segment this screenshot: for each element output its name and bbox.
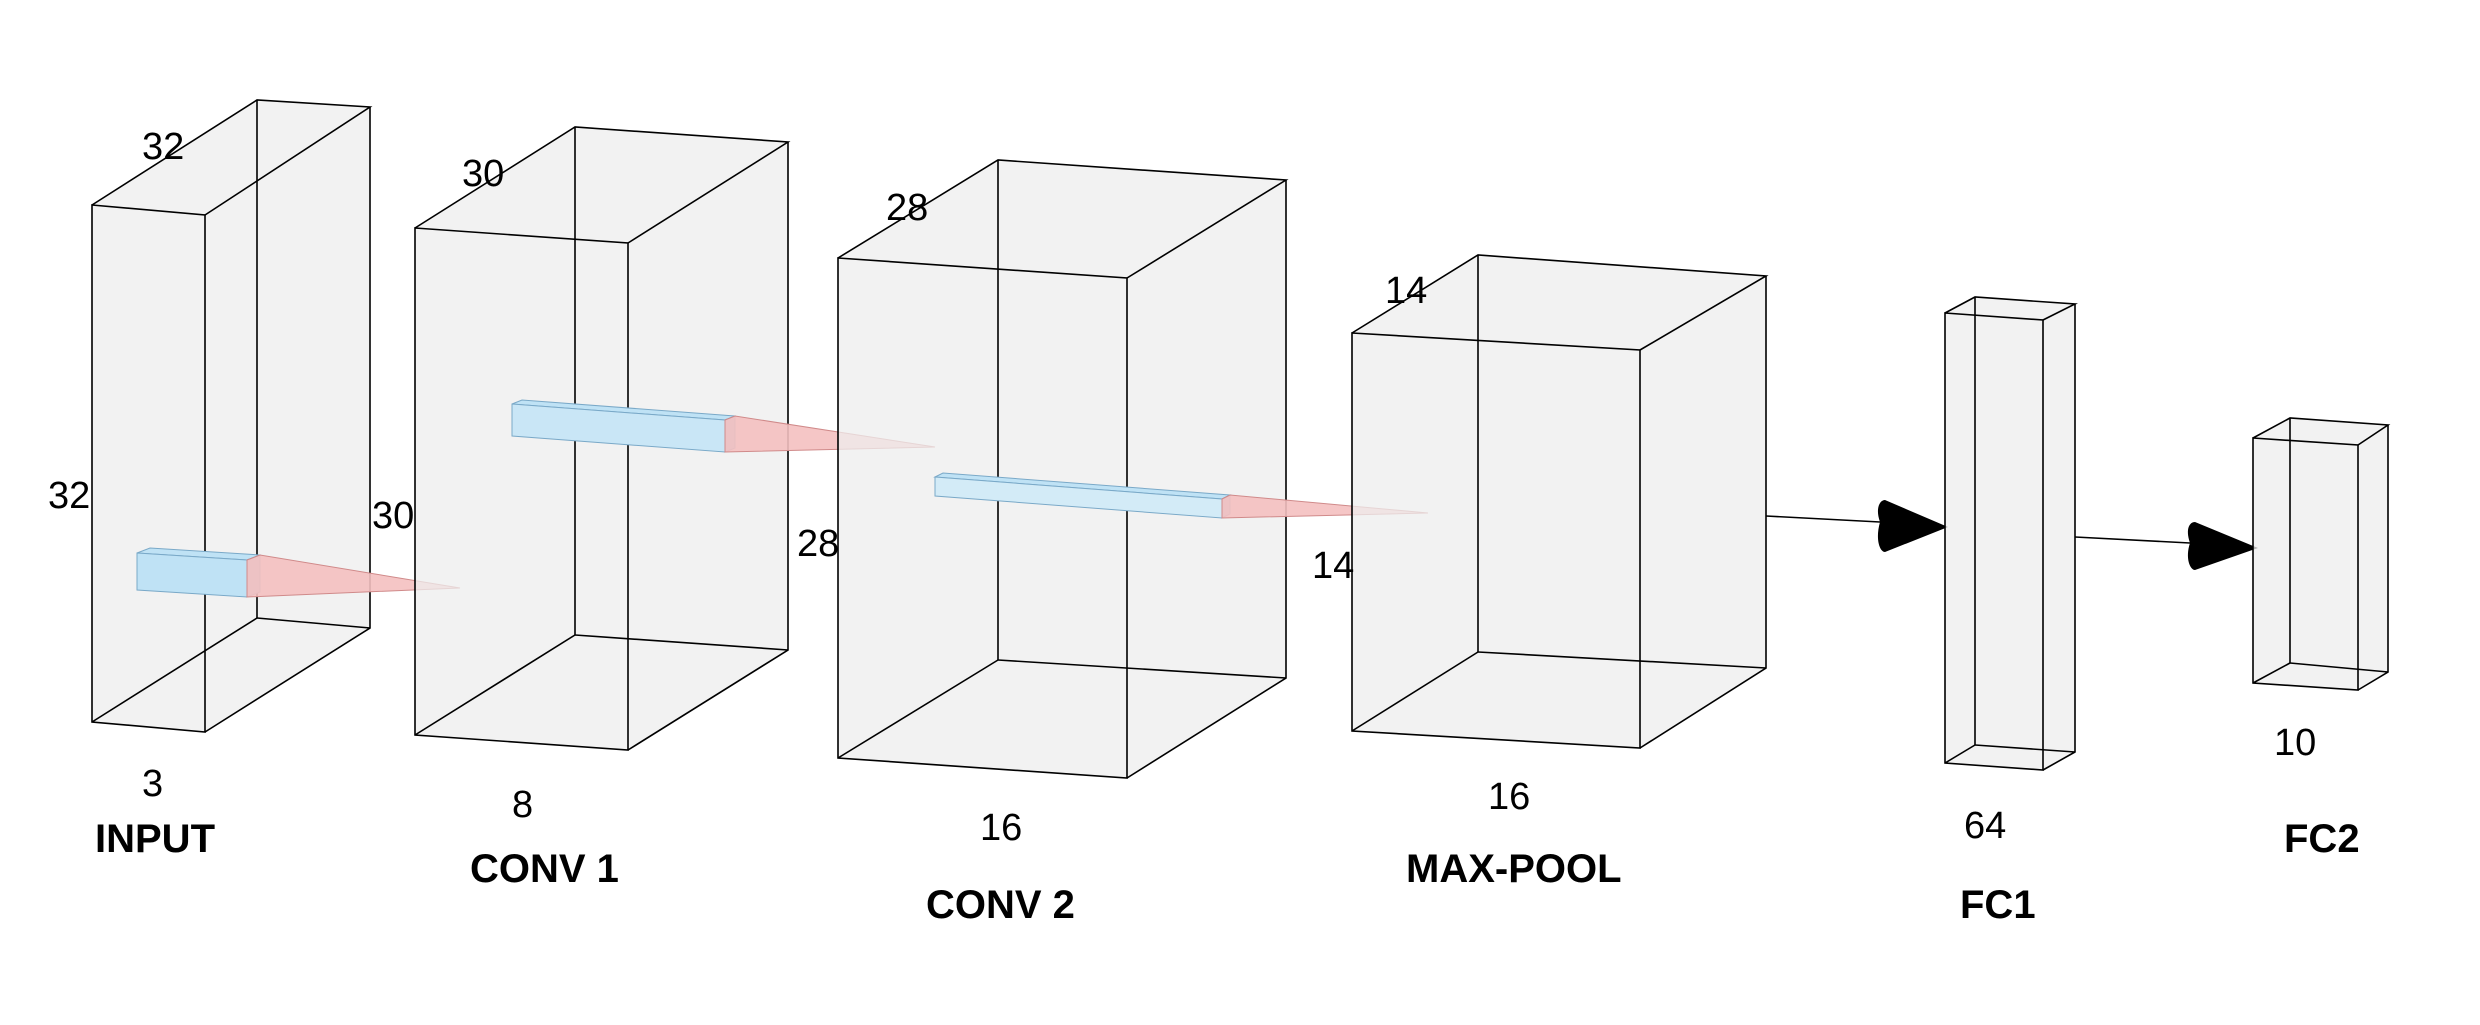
maxpool-block xyxy=(1351,254,1769,749)
maxpool-layer-name: MAX-POOL xyxy=(1406,847,1622,891)
input-layer-name: INPUT xyxy=(95,817,215,861)
fc1-layer-name: FC1 xyxy=(1960,883,2036,927)
maxpool-height-label: 14 xyxy=(1312,545,1354,587)
conv1-height-label: 30 xyxy=(372,495,414,537)
input-depth-label: 3 xyxy=(142,763,163,805)
maxpool-width-label: 14 xyxy=(1385,270,1427,312)
conv1-depth-label: 8 xyxy=(512,784,533,826)
conv2-width-label: 28 xyxy=(886,187,928,229)
input-width-label: 32 xyxy=(142,126,184,168)
arrow-to-fc1 xyxy=(1765,500,1948,552)
conv1-layer-name: CONV 1 xyxy=(470,847,619,891)
arrow-to-fc2 xyxy=(2074,522,2258,570)
conv2-depth-label: 16 xyxy=(980,807,1022,849)
fc2-block xyxy=(2252,417,2391,691)
input-height-label: 32 xyxy=(48,475,90,517)
fc2-layer-name: FC2 xyxy=(2284,817,2360,861)
maxpool-depth-label: 16 xyxy=(1488,776,1530,818)
conv2-layer-name: CONV 2 xyxy=(926,883,1075,927)
input-kernel xyxy=(136,547,461,598)
input-block xyxy=(91,99,373,733)
fc1-block xyxy=(1944,296,2078,771)
fc2-size-label: 10 xyxy=(2274,722,2316,764)
fc1-size-label: 64 xyxy=(1964,805,2006,847)
conv2-block xyxy=(837,159,1289,779)
conv1-width-label: 30 xyxy=(462,153,504,195)
conv2-height-label: 28 xyxy=(797,523,839,565)
